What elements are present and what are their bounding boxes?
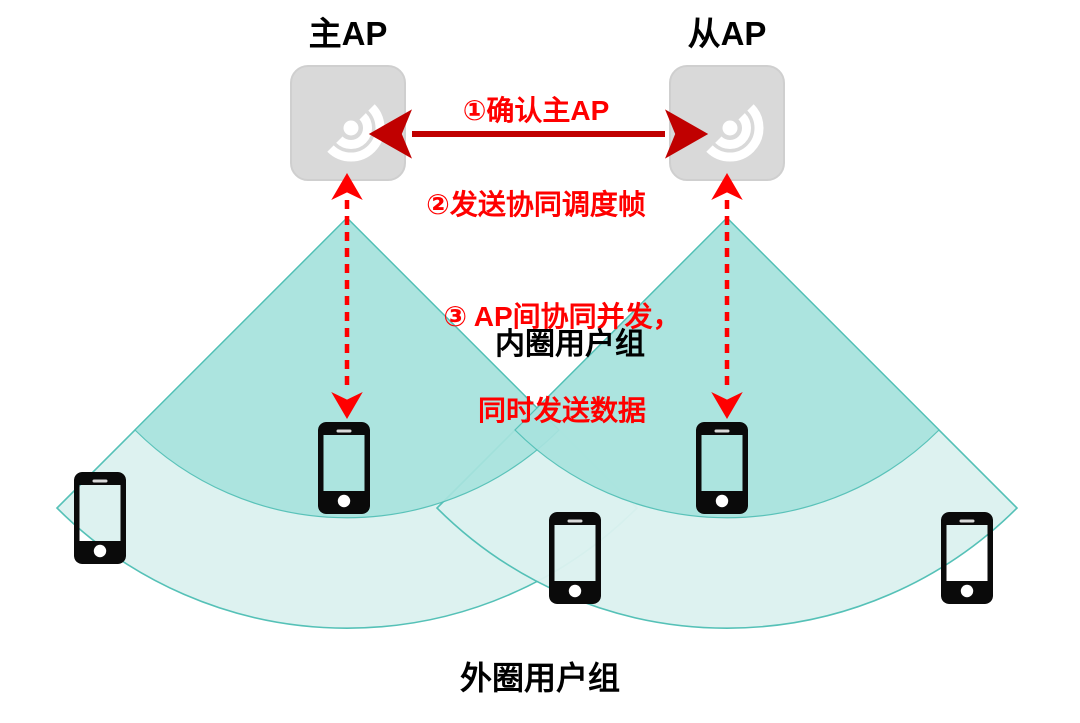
phone-speaker	[959, 519, 975, 523]
ap-master[interactable]	[290, 65, 406, 181]
inner-user-group-label: 内圈用户组	[495, 328, 645, 361]
outer-user-group-label: 外圈用户组	[459, 660, 621, 696]
step-line-4: 同时发送数据	[477, 394, 647, 426]
phone-speaker	[92, 479, 108, 483]
step-line-3: ③ AP间协同并发，	[443, 300, 681, 332]
phone-inner-left[interactable]	[318, 422, 370, 514]
phone-body	[696, 422, 748, 514]
phone-home-button	[715, 494, 729, 508]
phone-outer-left[interactable]	[74, 472, 126, 564]
phone-speaker	[567, 519, 583, 523]
phone-body	[74, 472, 126, 564]
phone-body	[318, 422, 370, 514]
wifi-signal-icon	[706, 104, 764, 162]
ap-slave-label: 从AP	[687, 15, 767, 52]
phone-outer-right[interactable]	[941, 512, 993, 604]
phone-home-button	[568, 584, 582, 598]
phone-home-button	[93, 544, 107, 558]
concurrent-transmission-note: ③ AP间协同并发， 同时发送数据	[443, 238, 680, 489]
phone-speaker	[336, 429, 352, 433]
phone-speaker	[714, 429, 730, 433]
phone-home-button	[960, 584, 974, 598]
ap-slave[interactable]	[669, 65, 785, 181]
phone-body	[941, 512, 993, 604]
phone-inner-right[interactable]	[696, 422, 748, 514]
ap-handshake-steps: ①确认主AP ②发送协同调度帧	[426, 32, 646, 283]
phone-outer-middle[interactable]	[549, 512, 601, 604]
phone-body	[549, 512, 601, 604]
step-line-2: ②发送协同调度帧	[426, 188, 646, 220]
step-line-1: ①确认主AP	[462, 94, 610, 126]
ap-master-label: 主AP	[308, 15, 388, 52]
phone-home-button	[337, 494, 351, 508]
